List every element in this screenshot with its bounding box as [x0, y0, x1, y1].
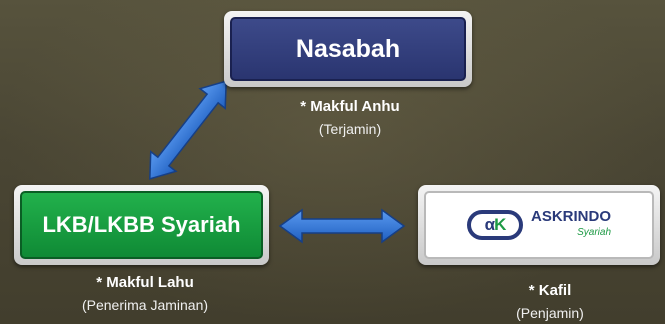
askrindo-name: ASKRINDO	[530, 208, 611, 225]
nasabah-role-note: (Terjamin)	[318, 121, 382, 137]
logo-mark-k: K	[494, 215, 506, 234]
nasabah-node: Nasabah	[224, 11, 472, 87]
askrindo-role-note: (Penjamin)	[516, 305, 584, 321]
arrow-lkb-askrindo	[278, 208, 406, 244]
lkb-role-title: * Makful Lahu	[96, 274, 194, 291]
lkb-label: LKB/LKBB Syariah	[42, 212, 241, 237]
lkb-role: * Makful Lahu (Penerima Jaminan)	[40, 272, 250, 316]
lkb-node-face: LKB/LKBB Syariah	[20, 191, 263, 259]
logo-mark-a: α	[484, 215, 496, 234]
nasabah-role: * Makful Anhu (Terjamin)	[275, 96, 425, 140]
lkb-node: LKB/LKBB Syariah	[14, 185, 269, 265]
arrow-nasabah-lkb	[149, 80, 227, 180]
askrindo-wordmark: ASKRINDO Syariah	[531, 209, 611, 241]
askrindo-role: * Kafil (Penjamin)	[480, 280, 620, 324]
lkb-role-note: (Penerima Jaminan)	[81, 297, 209, 313]
askrindo-role-title: * Kafil	[528, 282, 572, 299]
nasabah-label: Nasabah	[295, 34, 401, 63]
nasabah-role-title: * Makful Anhu	[300, 98, 400, 115]
nasabah-node-face: Nasabah	[230, 17, 466, 81]
askrindo-sub: Syariah	[577, 227, 611, 238]
